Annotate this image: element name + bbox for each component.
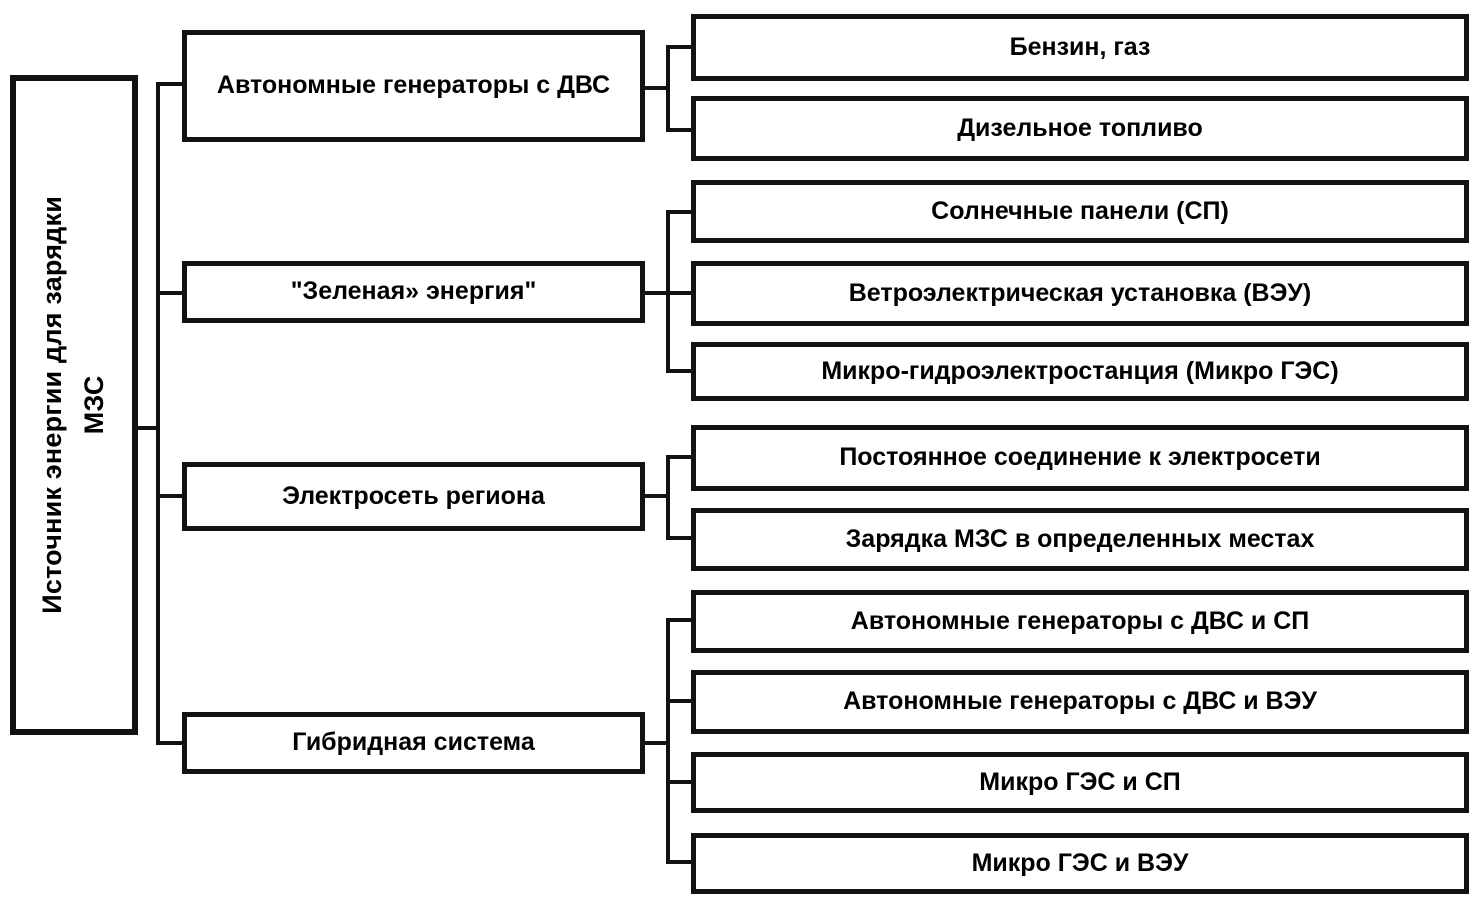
node-regional-grid[interactable]: Электросеть региона bbox=[182, 462, 645, 531]
node-micro-hydro[interactable]: Микро-гидроэлектростанция (Микро ГЭС) bbox=[691, 342, 1469, 401]
connector-hybrid-system-spine bbox=[666, 618, 670, 862]
root-node-label-wrap: Источник энергии для зарядки МЗС bbox=[32, 196, 116, 614]
connector-green-energy-stem bbox=[643, 291, 669, 295]
node-diesel-fuel[interactable]: Дизельное топливо bbox=[691, 96, 1469, 161]
node-wind-turbine-label: Ветроэлектрическая установка (ВЭУ) bbox=[848, 278, 1312, 307]
connector-to-micro-hydro bbox=[666, 369, 694, 373]
node-regional-grid-label: Электросеть региона bbox=[282, 481, 545, 510]
connector-to-ice-and-solar bbox=[666, 618, 694, 622]
connector-to-hydro-and-solar bbox=[666, 780, 694, 784]
node-hydro-and-solar-label: Микро ГЭС и СП bbox=[979, 767, 1181, 796]
node-charging-at-locations[interactable]: Зарядка МЗС в определенных местах bbox=[691, 508, 1469, 571]
node-solar-panels-label: Солнечные панели (СП) bbox=[931, 196, 1229, 225]
node-green-energy-label: "Зеленая» энергия" bbox=[290, 277, 537, 306]
connector-ice-generators-spine bbox=[666, 45, 670, 132]
node-diesel-fuel-label: Дизельное топливо bbox=[957, 113, 1203, 142]
connector-regional-grid-stem bbox=[643, 494, 669, 498]
root-node-label-line1: Источник энергии для зарядки bbox=[37, 196, 68, 614]
connector-to-charging-at-locations bbox=[666, 536, 694, 540]
node-ice-and-wind[interactable]: Автономные генераторы с ДВС и ВЭУ bbox=[691, 670, 1469, 734]
node-charging-at-locations-label: Зарядка МЗС в определенных местах bbox=[845, 524, 1315, 553]
node-petrol-gas[interactable]: Бензин, газ bbox=[691, 14, 1469, 81]
connector-root-to-green-energy bbox=[156, 291, 184, 295]
connector-root-to-regional-grid bbox=[156, 494, 184, 498]
node-petrol-gas-label: Бензин, газ bbox=[1009, 32, 1151, 61]
node-micro-hydro-label: Микро-гидроэлектростанция (Микро ГЭС) bbox=[821, 356, 1339, 385]
connector-ice-generators-stem bbox=[643, 86, 669, 90]
connector-root-to-ice-generators bbox=[156, 82, 184, 86]
connector-level2-spine bbox=[156, 82, 160, 745]
node-permanent-grid-connection[interactable]: Постоянное соединение к электросети bbox=[691, 425, 1469, 491]
node-ice-and-wind-label: Автономные генераторы с ДВС и ВЭУ bbox=[843, 687, 1317, 716]
connector-to-hydro-and-wind bbox=[666, 860, 694, 864]
connector-to-ice-and-wind bbox=[666, 699, 694, 703]
node-green-energy[interactable]: "Зеленая» энергия" bbox=[182, 261, 645, 323]
node-ice-generators-label: Автономные генераторы с ДВС bbox=[216, 71, 611, 100]
root-node-label-line2: МЗС bbox=[79, 375, 109, 435]
root-node-energy-source[interactable]: Источник энергии для зарядки МЗС bbox=[10, 75, 138, 735]
node-ice-generators[interactable]: Автономные генераторы с ДВС bbox=[182, 30, 645, 142]
node-ice-and-solar[interactable]: Автономные генераторы с ДВС и СП bbox=[691, 590, 1469, 653]
node-hydro-and-solar[interactable]: Микро ГЭС и СП bbox=[691, 752, 1469, 813]
connector-to-wind-turbine bbox=[666, 291, 694, 295]
node-permanent-grid-connection-label: Постоянное соединение к электросети bbox=[839, 443, 1321, 472]
node-ice-and-solar-label: Автономные генераторы с ДВС и СП bbox=[850, 606, 1310, 635]
connector-root-to-hybrid-system bbox=[156, 741, 184, 745]
connector-root-trunk bbox=[138, 426, 160, 430]
connector-to-diesel-fuel bbox=[666, 128, 694, 132]
connector-to-permanent-grid-connection bbox=[666, 455, 694, 459]
node-solar-panels[interactable]: Солнечные панели (СП) bbox=[691, 180, 1469, 243]
connector-to-petrol-gas bbox=[666, 45, 694, 49]
node-hydro-and-wind[interactable]: Микро ГЭС и ВЭУ bbox=[691, 833, 1469, 894]
connector-to-solar-panels bbox=[666, 210, 694, 214]
node-hybrid-system-label: Гибридная система bbox=[292, 728, 535, 757]
node-hydro-and-wind-label: Микро ГЭС и ВЭУ bbox=[971, 848, 1189, 877]
node-wind-turbine[interactable]: Ветроэлектрическая установка (ВЭУ) bbox=[691, 261, 1469, 326]
node-hybrid-system[interactable]: Гибридная система bbox=[182, 712, 645, 774]
connector-hybrid-system-stem bbox=[643, 741, 669, 745]
connector-regional-grid-spine bbox=[666, 455, 670, 540]
